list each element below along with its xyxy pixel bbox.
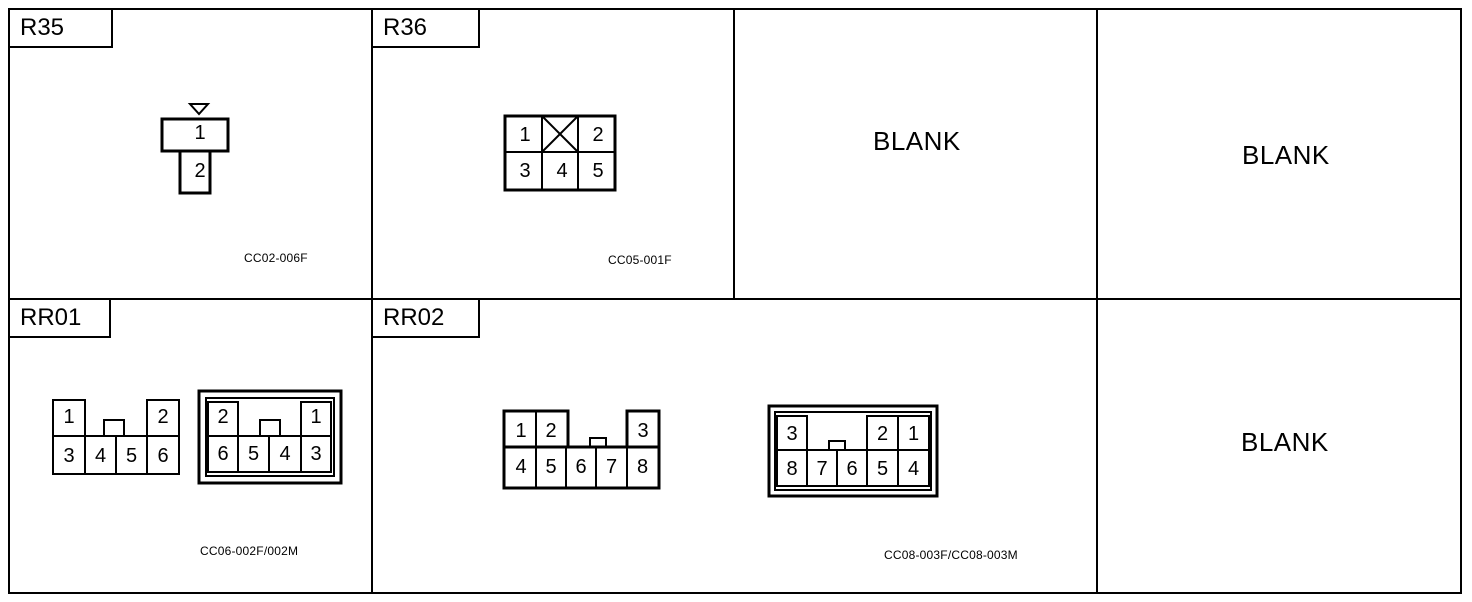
- pin-label: 5: [125, 445, 138, 467]
- pin-label: 6: [575, 456, 587, 478]
- grid-line: [733, 8, 735, 298]
- pin-label: 5: [592, 160, 604, 182]
- pin-label: 7: [816, 458, 828, 480]
- connector-rr01-female-diagram: [52, 399, 180, 475]
- part-number: CC02-006F: [244, 251, 308, 265]
- blank-label: BLANK: [1242, 140, 1330, 170]
- pin-label: 5: [876, 458, 889, 480]
- pin-label: 4: [556, 160, 568, 182]
- pin-label: 2: [876, 423, 889, 445]
- pin-label: 4: [279, 443, 291, 465]
- connector-rr02-female-diagram: [502, 409, 661, 490]
- pin-label: 7: [605, 456, 618, 478]
- locator-triangle-icon: [187, 103, 211, 116]
- blank-label: BLANK: [1241, 427, 1329, 457]
- pin-label: 3: [310, 443, 322, 465]
- pin-label: 2: [592, 124, 604, 146]
- pin-label: 8: [786, 458, 798, 480]
- pin-label: 1: [310, 406, 322, 428]
- pin-label: 2: [194, 160, 206, 182]
- connector-tag-rr02: RR02: [373, 300, 480, 338]
- connector-tag-rr01: RR01: [10, 300, 111, 338]
- grid-line: [371, 8, 373, 594]
- pin-label: 1: [907, 423, 920, 445]
- pin-label: 4: [515, 456, 527, 478]
- pin-label: 3: [519, 160, 531, 182]
- pin-label: 8: [636, 456, 649, 478]
- pin-label: 6: [217, 443, 229, 465]
- pin-label: 3: [63, 445, 75, 467]
- pin-label: 2: [157, 406, 169, 428]
- pin-label: 6: [157, 445, 169, 467]
- pin-label: 1: [194, 122, 206, 144]
- pin-label: 2: [217, 406, 229, 428]
- pin-label: 2: [545, 420, 557, 442]
- pin-label: 3: [637, 420, 649, 442]
- connector-rr01-male-diagram: [197, 389, 343, 485]
- part-number: CC06-002F/002M: [200, 544, 299, 558]
- part-number: CC05-001F: [608, 253, 672, 267]
- diagram-frame: [8, 8, 1462, 594]
- connector-tag-r36: R36: [373, 10, 480, 48]
- grid-line: [8, 298, 1462, 300]
- pin-label: 6: [846, 458, 858, 480]
- pin-label: 5: [247, 443, 260, 465]
- connector-rr02-male-diagram: [767, 404, 939, 498]
- pin-label: 1: [519, 124, 531, 146]
- connector-r35-diagram: [160, 103, 230, 195]
- pin-label: 1: [63, 406, 75, 428]
- pin-label: 1: [515, 420, 527, 442]
- connector-r36-diagram: [503, 114, 617, 192]
- pin-label: 4: [907, 458, 920, 480]
- part-number: CC08-003F/CC08-003M: [884, 548, 1018, 562]
- pin-label: 5: [545, 456, 557, 478]
- connector-tag-r35: R35: [10, 10, 113, 48]
- pin-label: 4: [94, 445, 107, 467]
- blank-label: BLANK: [873, 126, 961, 156]
- grid-line: [1096, 8, 1098, 594]
- pin-label: 3: [786, 423, 798, 445]
